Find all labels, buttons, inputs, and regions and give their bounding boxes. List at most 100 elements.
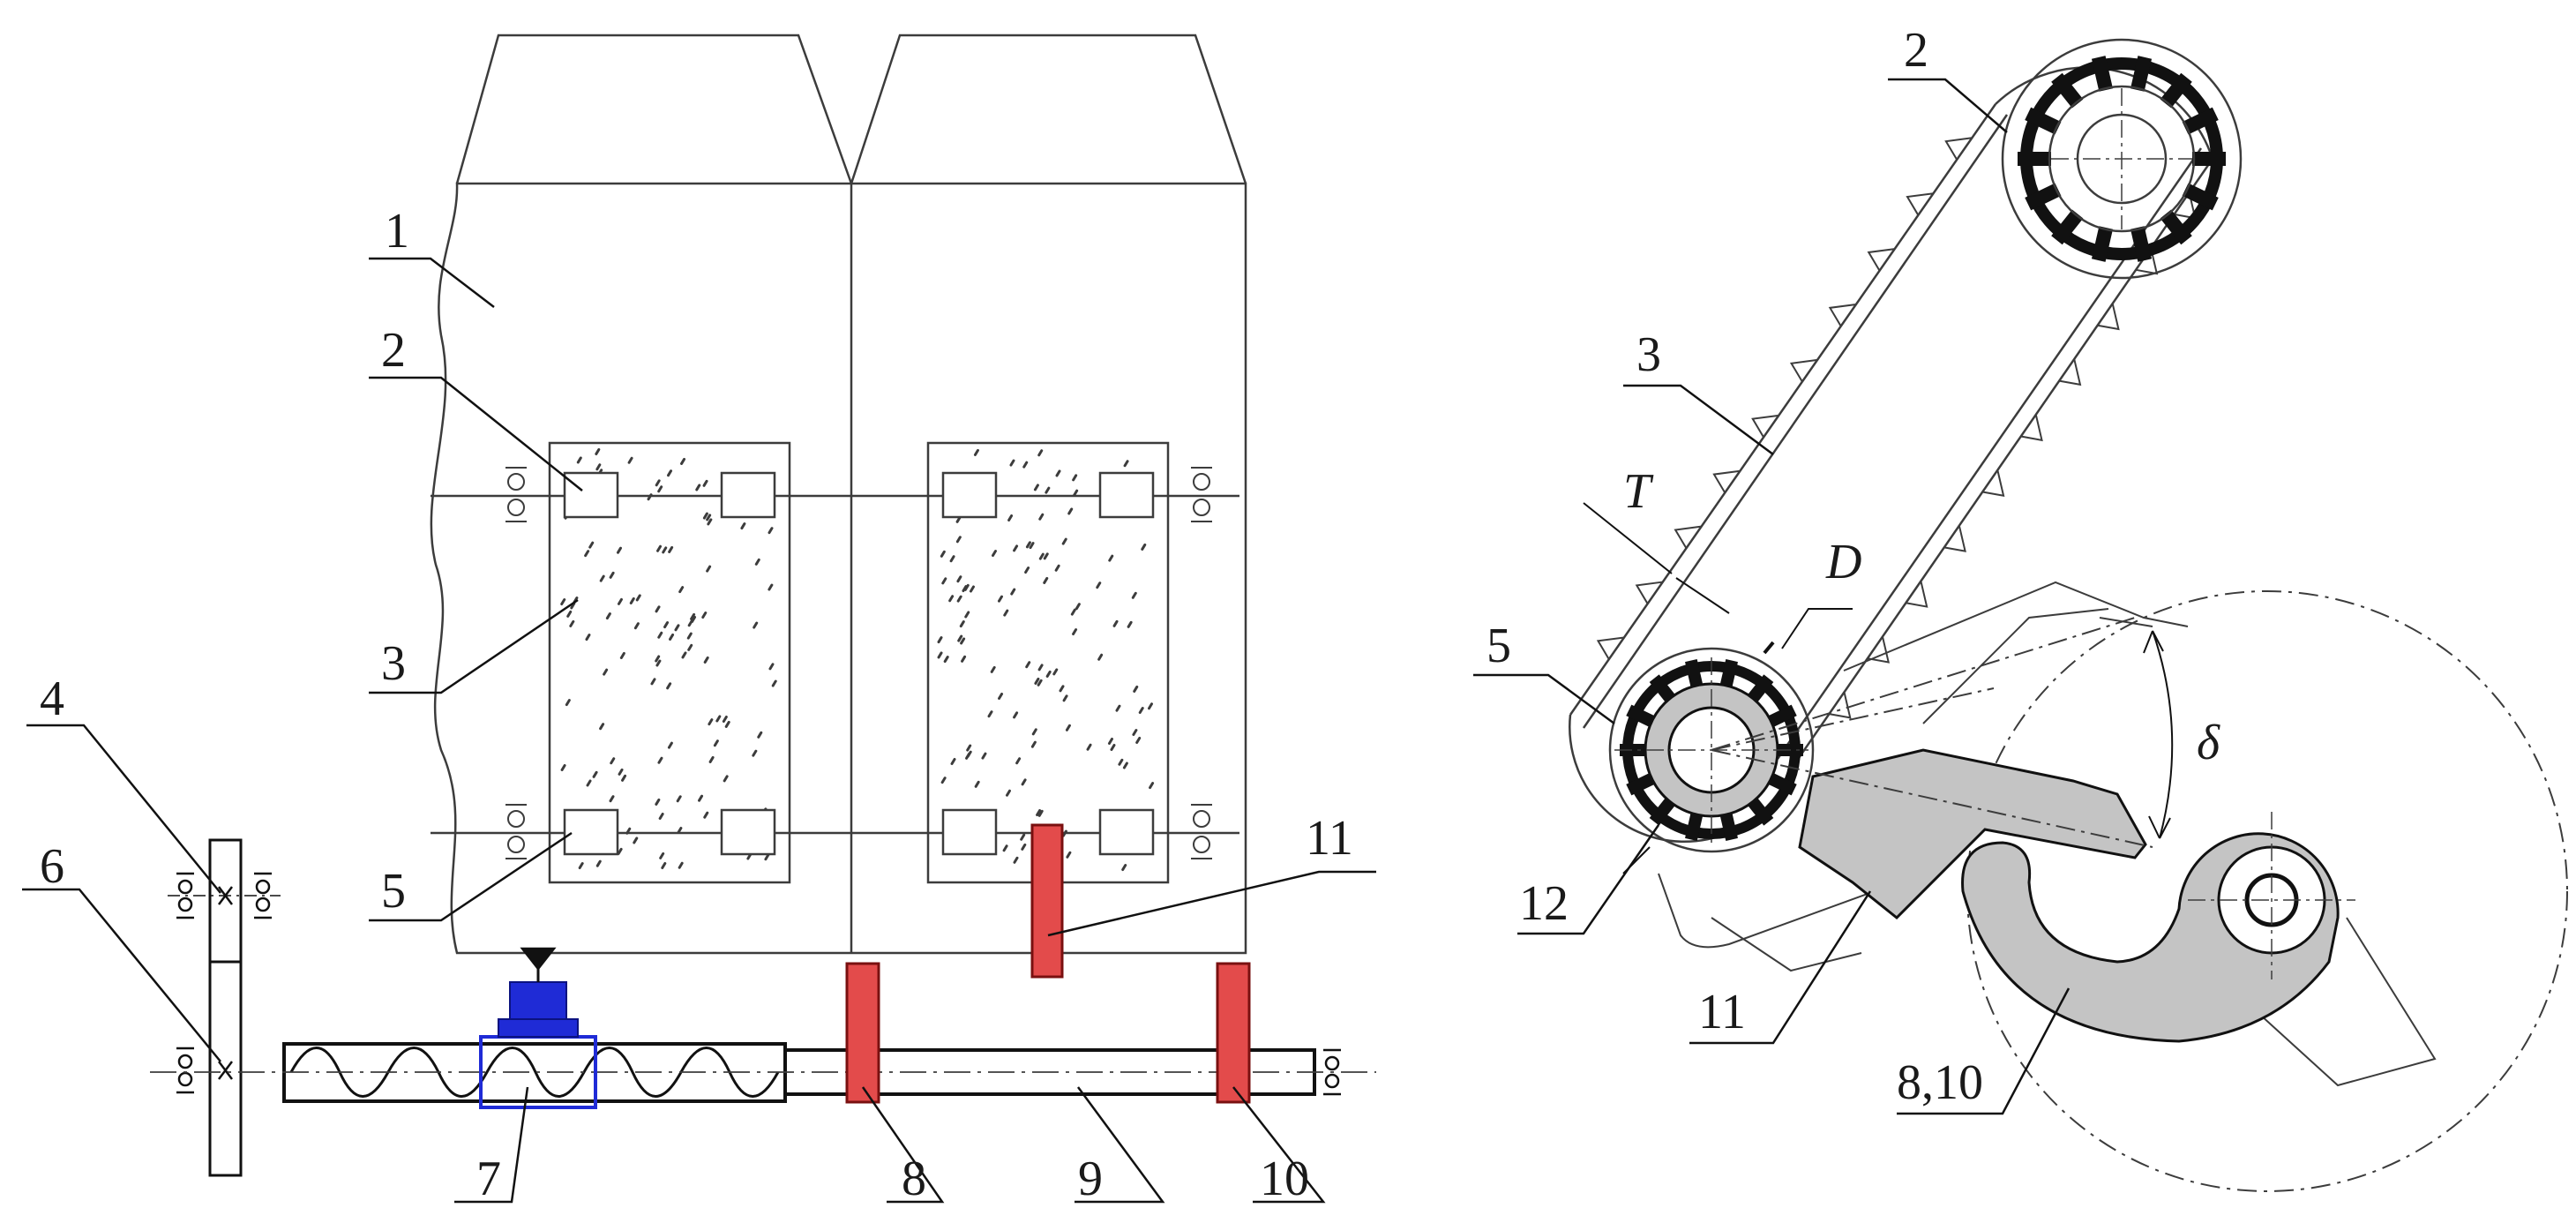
belt-dot (686, 632, 693, 640)
belt-dot (950, 757, 956, 765)
belt-dot (655, 798, 661, 806)
lever-11-right (1798, 748, 2147, 920)
pulley-tooth (2091, 56, 2113, 92)
belt-dot (625, 827, 632, 835)
belt-dot (1097, 653, 1104, 661)
belt-dot (655, 655, 661, 663)
belt-dot (1141, 543, 1147, 551)
belt-dot (973, 448, 979, 456)
belt-dot (676, 795, 682, 803)
actuator-7 (479, 947, 597, 1109)
belt-dot (1059, 685, 1065, 693)
belt-dot (1033, 484, 1039, 491)
pulley-tooth (1626, 771, 1658, 796)
belt-dot (713, 739, 719, 747)
label-r8-10: 8,10 (1897, 1055, 1983, 1110)
pulley-tooth (1685, 659, 1704, 690)
belt-dot (1070, 608, 1076, 616)
body-outline (430, 182, 1247, 955)
belt-dot (1054, 564, 1060, 572)
belt-dot (1013, 711, 1019, 719)
belt-tooth (2059, 358, 2082, 386)
belt-dot (707, 518, 713, 526)
belt-dot (566, 610, 573, 618)
belt-tooth (1867, 636, 1891, 664)
belt-dot (1067, 507, 1074, 515)
belt-dot (1149, 782, 1155, 790)
pulley-tooth (1746, 795, 1774, 826)
belt-dot (1022, 461, 1029, 469)
belt-tooth (1596, 636, 1625, 660)
belt-dot (964, 611, 970, 619)
belt-dot (569, 619, 575, 627)
belt-teeth (1596, 137, 2197, 719)
belt-dot (1122, 762, 1128, 769)
belt-dot (955, 536, 962, 544)
belt-dot (1043, 576, 1049, 584)
belt-dot (674, 624, 680, 632)
belt-dot (578, 862, 584, 870)
belt-dot (678, 586, 685, 594)
belt-dot (940, 550, 946, 558)
belt-dot (768, 583, 774, 591)
pulley-tooth (2160, 209, 2192, 245)
belt-dot (584, 550, 590, 558)
belt-dot (586, 779, 592, 787)
belt-dot (1072, 628, 1078, 636)
belt-dot (1034, 677, 1040, 685)
cam-8 (845, 962, 880, 1104)
belt-dot (1065, 724, 1071, 732)
belt-dot (974, 780, 980, 788)
left-view: 1 2 3 4 5 6 7 8 9 10 11 (22, 34, 1376, 1206)
label-9: 9 (1078, 1152, 1103, 1206)
belt-dot (962, 585, 968, 593)
belt-dot (997, 595, 1003, 603)
belt-dot (1015, 757, 1022, 765)
bearing-symbols (505, 467, 1212, 859)
belt-tooth (1943, 525, 1966, 552)
belt-dot (1021, 843, 1027, 851)
belt-tooth (1789, 358, 1818, 383)
belt-dot (722, 715, 728, 723)
belt-dot (941, 577, 947, 585)
right-view: 2 3 5 12 11 8,10 T D δ (1473, 23, 2568, 1192)
belt-dot (708, 755, 715, 763)
belt-dot (1010, 588, 1016, 596)
belt-dot (677, 826, 683, 834)
belt-tooth (1712, 469, 1741, 493)
pulley-tooth (2025, 107, 2062, 135)
belt-dot (681, 651, 687, 659)
belt-dot (966, 750, 972, 758)
belt-dot (1133, 685, 1139, 693)
belt-dot (1043, 552, 1049, 560)
belt-dot (662, 546, 668, 554)
belt-dot (701, 612, 708, 619)
belt-dot (1138, 707, 1144, 715)
frame-outline (1658, 581, 2437, 1087)
belt-dot (691, 615, 697, 623)
belt-dot (1075, 603, 1081, 611)
belt-dot (1045, 486, 1051, 494)
belt-dot (609, 571, 615, 579)
belt-dot (1073, 489, 1079, 497)
belt-dot (1030, 740, 1037, 748)
label-2: 2 (381, 323, 406, 378)
belt-dot (1086, 743, 1092, 751)
belt-dot (621, 774, 627, 782)
belt-dot (706, 514, 712, 521)
symbol-T: T (1623, 464, 1654, 519)
belt-dot (603, 668, 609, 676)
belt-dot (740, 522, 746, 530)
pulley-tooth (2130, 226, 2153, 262)
end-bearing (1323, 1048, 1341, 1096)
belt-dot (629, 596, 635, 604)
belt-dot (768, 663, 775, 671)
belt-dot (1061, 537, 1067, 545)
belt-dot (595, 463, 602, 471)
belt-dot (1031, 728, 1037, 736)
belt-dot (1037, 679, 1043, 687)
belt-dot (633, 837, 639, 844)
belt-dot (1055, 469, 1061, 477)
pulley-2 (2001, 38, 2243, 280)
pulley-2-teeth (2018, 56, 2226, 262)
